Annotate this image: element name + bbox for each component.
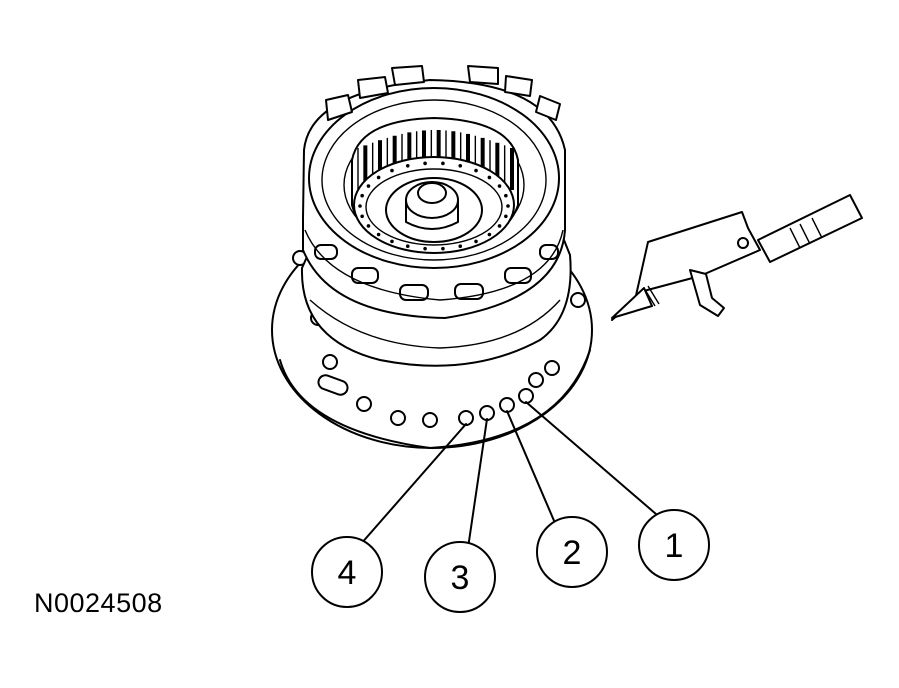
oil-port-1 bbox=[518, 388, 534, 404]
leader-line-3 bbox=[467, 418, 488, 549]
bearing-dot bbox=[423, 161, 427, 166]
callout-bubble bbox=[424, 541, 496, 613]
bearing-dot bbox=[497, 184, 502, 188]
callout-bubble bbox=[536, 516, 608, 588]
bearing-dot bbox=[366, 184, 371, 188]
callout-bubble bbox=[311, 536, 383, 608]
bearing-dot bbox=[366, 224, 371, 228]
bearing-dot bbox=[458, 163, 463, 168]
callout-label: 4 bbox=[338, 554, 357, 592]
bearing-dot bbox=[441, 246, 445, 251]
leader-line-4 bbox=[359, 423, 467, 546]
bearing-dot bbox=[504, 193, 508, 198]
leader-line-1 bbox=[525, 401, 657, 515]
oil-port-2 bbox=[499, 397, 515, 413]
callout-bubble bbox=[638, 509, 710, 581]
bearing-dot bbox=[360, 193, 364, 198]
flange-holes bbox=[292, 250, 586, 428]
callout-3: 3 bbox=[424, 541, 496, 613]
figure-id-label: N0024508 bbox=[34, 588, 163, 618]
bearing-dot bbox=[497, 224, 502, 228]
bearing-dot bbox=[405, 163, 410, 168]
inner-hub bbox=[351, 117, 519, 254]
callout-1: 1 bbox=[638, 509, 710, 581]
callout-leaders bbox=[359, 401, 657, 549]
bearing-dot bbox=[506, 204, 510, 208]
bearing-dot bbox=[360, 214, 364, 219]
callout-label: 2 bbox=[563, 534, 582, 572]
bearing-dot bbox=[474, 239, 478, 244]
bearing-dot bbox=[474, 168, 478, 173]
callout-4: 4 bbox=[311, 536, 383, 608]
bearing-dot bbox=[423, 246, 427, 251]
oil-port-3 bbox=[479, 405, 495, 421]
leader-line-2 bbox=[506, 410, 556, 524]
bearing-dot bbox=[405, 244, 410, 249]
bearing-dot bbox=[504, 214, 508, 219]
oil-port-4 bbox=[458, 410, 474, 426]
air-nozzle bbox=[611, 194, 863, 321]
bearing-dot bbox=[487, 175, 492, 180]
bearing-dot bbox=[441, 161, 445, 166]
bearing-dot bbox=[458, 244, 463, 249]
bearing-dot bbox=[376, 232, 381, 237]
callout-2: 2 bbox=[536, 516, 608, 588]
callout-label: 3 bbox=[451, 559, 470, 597]
callout-label: 1 bbox=[665, 527, 684, 565]
bearing-dot bbox=[487, 232, 492, 237]
bearing-dot bbox=[390, 239, 394, 244]
bearing-dot bbox=[358, 204, 362, 208]
bearing-dot bbox=[390, 168, 394, 173]
bearing-dot bbox=[376, 175, 381, 180]
